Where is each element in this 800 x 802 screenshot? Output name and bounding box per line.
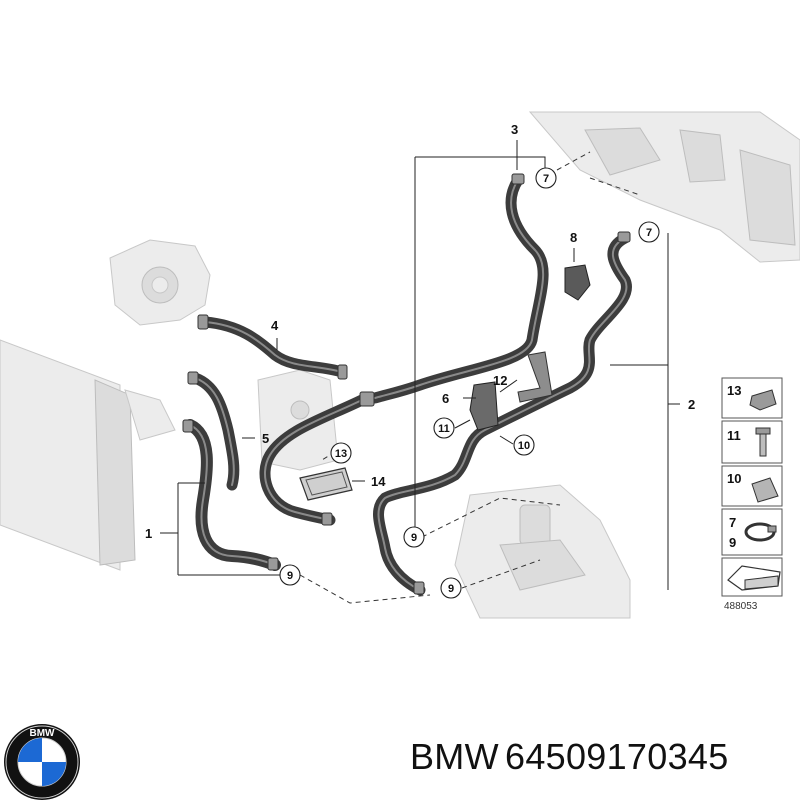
svg-text:10: 10: [518, 440, 530, 452]
callout-5: 5: [262, 431, 269, 446]
bmw-logo: BMW: [4, 724, 80, 800]
legend-label-10: 10: [727, 471, 741, 486]
svg-text:9: 9: [411, 532, 417, 544]
water-pump-ghost: [109, 239, 211, 326]
legend-label-11: 11: [727, 428, 741, 443]
hose-5: [189, 372, 240, 491]
callout-2: 2: [688, 397, 695, 412]
hose-2: [373, 232, 632, 596]
callout-11: 11: [433, 417, 455, 439]
radiator-ghost: [0, 339, 176, 571]
svg-text:13: 13: [335, 448, 347, 460]
diagram-id: 488053: [724, 601, 758, 612]
callout-10: 10: [513, 434, 535, 456]
leader-lines: [160, 140, 680, 590]
callout-3: 3: [511, 122, 518, 137]
pad-14: [299, 467, 353, 501]
callout-8: 8: [570, 230, 577, 245]
callout-9-left: 9: [279, 564, 301, 586]
brand-name: BMW: [410, 736, 499, 777]
legend-label-13: 13: [727, 383, 741, 398]
hose-clamps: [182, 173, 631, 595]
holder-6: [469, 381, 499, 431]
svg-text:BMW: BMW: [30, 728, 56, 739]
callout-9-right: 9: [440, 577, 462, 599]
svg-text:9: 9: [287, 570, 293, 582]
callout-4: 4: [271, 318, 279, 333]
nut-icon: [751, 477, 779, 503]
hose-clamp-icon: [744, 522, 777, 542]
bracket-12: [517, 351, 553, 403]
hose-4: [199, 316, 348, 378]
legend-cell-7-9: [721, 508, 783, 556]
callout-6: 6: [442, 391, 449, 406]
hose-1: [184, 419, 281, 571]
valve-8: [564, 264, 591, 301]
engine-ghost: [454, 484, 631, 619]
svg-text:7: 7: [646, 227, 652, 239]
svg-text:7: 7: [543, 173, 549, 185]
heater-housing-ghost: [528, 111, 800, 263]
callout-12: 12: [493, 373, 507, 388]
callout-9-center: 9: [403, 526, 425, 548]
part-number: 64509170345: [505, 736, 729, 777]
callout-13: 13: [330, 442, 352, 464]
hose-3: [369, 174, 549, 404]
callout-7-top: 7: [535, 167, 557, 189]
svg-text:11: 11: [438, 423, 450, 435]
clip-icon: [749, 389, 777, 411]
hose-lower-crossover: [259, 394, 368, 526]
callout-14: 14: [371, 474, 386, 489]
svg-text:9: 9: [448, 583, 454, 595]
legend-cell-11: [721, 420, 783, 464]
screw-icon: [755, 427, 771, 457]
legend-label-9: 9: [729, 535, 736, 550]
callout-7-right: 7: [638, 221, 660, 243]
parts-legend: 13 11 10 7 9 488053: [721, 377, 783, 612]
legend-label-7: 7: [729, 515, 736, 530]
callout-1: 1: [145, 526, 152, 541]
